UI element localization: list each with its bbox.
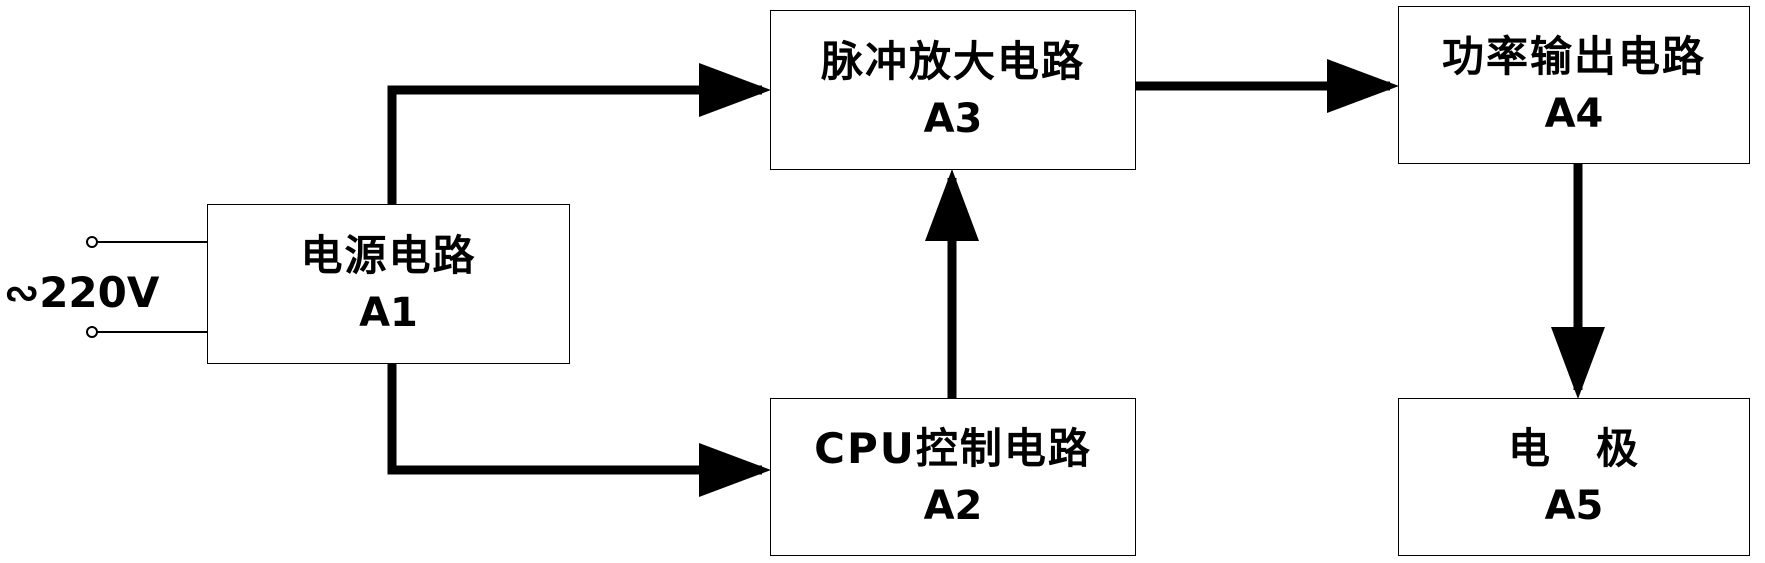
arrow-a1-to-a3 — [387, 63, 771, 204]
block-a2-name: CPU控制电路 — [814, 423, 1092, 473]
block-a1-code: A1 — [359, 290, 418, 337]
arrow-a1-to-a2 — [387, 364, 771, 497]
block-electrode: 电 极 A5 — [1398, 398, 1750, 556]
block-power-supply: 电源电路 A1 — [207, 204, 570, 364]
block-a1-name: 电源电路 — [300, 230, 477, 280]
block-power-output: 功率输出电路 A4 — [1398, 6, 1750, 164]
ac-input-label: ∾220V — [4, 268, 160, 317]
block-a2-code: A2 — [923, 483, 983, 530]
block-a4-name: 功率输出电路 — [1441, 31, 1706, 81]
block-cpu-control: CPU控制电路 A2 — [770, 398, 1136, 556]
block-a4-code: A4 — [1544, 91, 1604, 138]
input-terminal-top-dot — [86, 236, 98, 248]
block-a3-code: A3 — [923, 96, 983, 143]
block-a3-name: 脉冲放大电路 — [820, 36, 1085, 86]
block-a5-code: A5 — [1544, 483, 1604, 530]
block-a5-name: 电 极 — [1507, 423, 1640, 473]
input-terminal-bottom-dot — [86, 326, 98, 338]
block-pulse-amplifier: 脉冲放大电路 A3 — [770, 10, 1136, 170]
